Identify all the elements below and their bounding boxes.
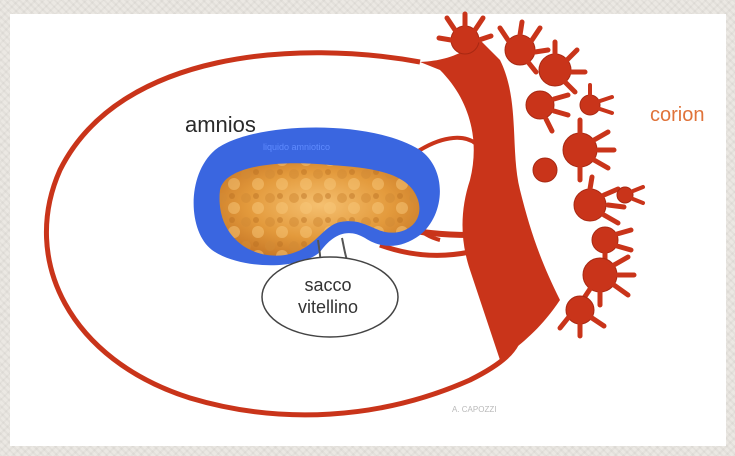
label-amnios: amnios xyxy=(185,112,256,138)
label-sacco-vitellino: sacco vitellino xyxy=(296,274,360,318)
label-sacco-line1: sacco xyxy=(296,274,360,296)
label-sacco-line2: vitellino xyxy=(296,296,360,318)
author-credit: A. CAPOZZI xyxy=(452,405,496,414)
label-amniotic-cavity: liquido amniotico xyxy=(263,142,330,152)
label-corion: corion xyxy=(650,104,704,127)
